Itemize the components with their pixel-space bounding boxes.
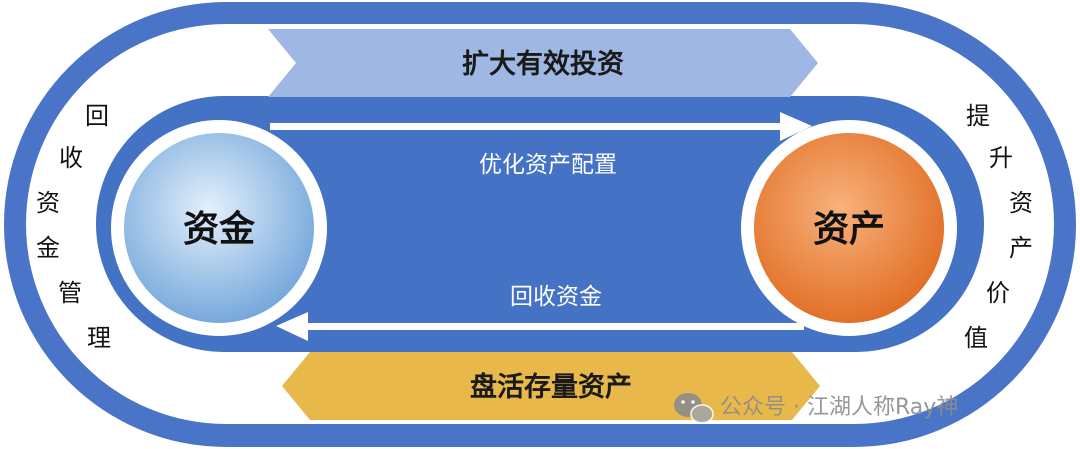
wechat-icon — [674, 393, 714, 424]
left-circle-label: 资金 — [183, 208, 256, 250]
inner-top-arrow-shaft — [270, 123, 782, 130]
bottom-banner-label: 盘活存量资产 — [470, 371, 632, 403]
left-vertical-char: 管 — [58, 279, 82, 307]
top-banner-label: 扩大有效投资 — [462, 49, 624, 80]
left-vertical-text: 回 收 资 金 管 理 — [36, 102, 111, 352]
watermark: 公众号 · 江湖人称Ray神 — [674, 393, 958, 424]
inner-top-arrow-label: 优化资产配置 — [479, 152, 617, 178]
right-vertical-char: 升 — [989, 144, 1013, 172]
left-circle — [124, 133, 314, 323]
left-vertical-char: 理 — [87, 324, 111, 352]
top-banner-arrow — [268, 29, 818, 97]
right-circle-label: 资产 — [813, 209, 885, 250]
right-vertical-char: 价 — [986, 279, 1010, 307]
right-vertical-char: 值 — [964, 324, 988, 352]
right-circle — [754, 133, 944, 323]
right-vertical-char: 提 — [966, 102, 990, 130]
left-vertical-char: 回 — [85, 102, 109, 130]
right-vertical-char: 产 — [1009, 234, 1033, 262]
right-vertical-char: 资 — [1009, 189, 1033, 217]
left-vertical-char: 收 — [59, 144, 83, 172]
inner-bottom-arrow-head — [276, 312, 308, 341]
watermark-text: 公众号 · 江湖人称Ray神 — [720, 395, 958, 420]
inner-bottom-arrow-shaft — [306, 323, 804, 330]
inner-top-arrow-head — [780, 112, 812, 141]
right-vertical-text: 提 升 资 产 价 值 — [964, 102, 1033, 352]
left-vertical-char: 金 — [36, 234, 60, 262]
left-vertical-char: 资 — [36, 189, 60, 217]
inner-bottom-arrow-label: 回收资金 — [510, 284, 602, 310]
